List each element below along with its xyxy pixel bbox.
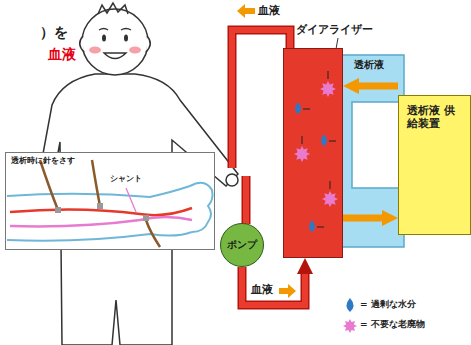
- eyebrow: [99, 29, 131, 31]
- dialyzer-heading: ダイアライザー: [296, 23, 354, 36]
- inset-note: 透析時に針をさす: [11, 156, 214, 166]
- water-drop: [321, 134, 327, 146]
- flow-arrow: [279, 284, 296, 298]
- waste-blob: [294, 146, 310, 162]
- shunt-label: シャント: [110, 174, 214, 184]
- needle: [55, 207, 61, 213]
- water-drop: [347, 298, 354, 312]
- blood-pipe: [243, 176, 249, 224]
- hand-outline: [190, 183, 213, 232]
- cheek: [89, 47, 101, 54]
- eye: [102, 35, 106, 42]
- waste-blob: [343, 319, 357, 333]
- flow-tick: [329, 141, 336, 142]
- legend-text: = 過剰な水分: [360, 299, 416, 310]
- dialysate-label: 透析液: [354, 59, 384, 71]
- shunt-leader: [126, 188, 136, 212]
- inset-ground: [5, 152, 215, 250]
- waste-blob: [343, 319, 357, 333]
- hand: [226, 174, 238, 186]
- hair: [98, 3, 128, 14]
- waste-blob: [320, 81, 336, 97]
- title-fragment: ）を: [40, 24, 68, 41]
- blood-pipe: [242, 267, 305, 305]
- blood-pipe: [232, 30, 290, 168]
- needle: [97, 203, 103, 209]
- needle: [143, 215, 149, 221]
- dialysate-arrow: [355, 86, 398, 87]
- arrow-shaft: [343, 215, 386, 222]
- eye: [124, 35, 128, 42]
- dialyzer-decoration: [284, 49, 341, 256]
- pipe-outline: [242, 267, 305, 305]
- flow-tick: [330, 181, 331, 189]
- arrow-shaft: [355, 83, 398, 90]
- cheek: [129, 47, 141, 54]
- ear: [80, 36, 84, 52]
- water-drop: [309, 220, 315, 232]
- water-drop: [295, 102, 301, 114]
- legend-text: = 不要な老廃物: [360, 319, 425, 330]
- blood-pipe: [242, 176, 251, 224]
- flow-tick: [328, 71, 329, 79]
- arm-outline: [7, 232, 192, 241]
- flow-tick: [317, 227, 324, 228]
- pump-label: ポンプ: [227, 239, 257, 251]
- flow-arrow: [237, 4, 255, 18]
- flow-tick: [302, 136, 303, 144]
- artery: [10, 217, 192, 226]
- blood-pipe: [232, 30, 290, 168]
- title-fragment: 血液: [48, 46, 76, 63]
- dialysate-hole: [352, 102, 404, 188]
- mouth: [104, 53, 126, 59]
- supply-box: 透析液 供給装置: [398, 95, 471, 235]
- pipe-core: [242, 267, 305, 305]
- vein: [10, 208, 192, 215]
- supply-label: 透析液 供給装置: [407, 104, 459, 130]
- tube: [92, 160, 100, 206]
- head: [82, 9, 148, 75]
- tube: [146, 220, 160, 247]
- flow-label: 血液: [258, 4, 280, 17]
- waste-blob: [322, 191, 338, 207]
- pump-circle: ポンプ: [220, 223, 264, 267]
- edge-label: 血液: [250, 283, 274, 296]
- dialysate-arrow: [343, 218, 386, 219]
- tube: [40, 160, 58, 210]
- ear: [146, 36, 150, 52]
- dialyzer-column: ダイアライザー: [283, 48, 343, 258]
- inset-box: 透析時に針をさすシャント: [5, 152, 215, 250]
- flow-tick: [303, 109, 310, 110]
